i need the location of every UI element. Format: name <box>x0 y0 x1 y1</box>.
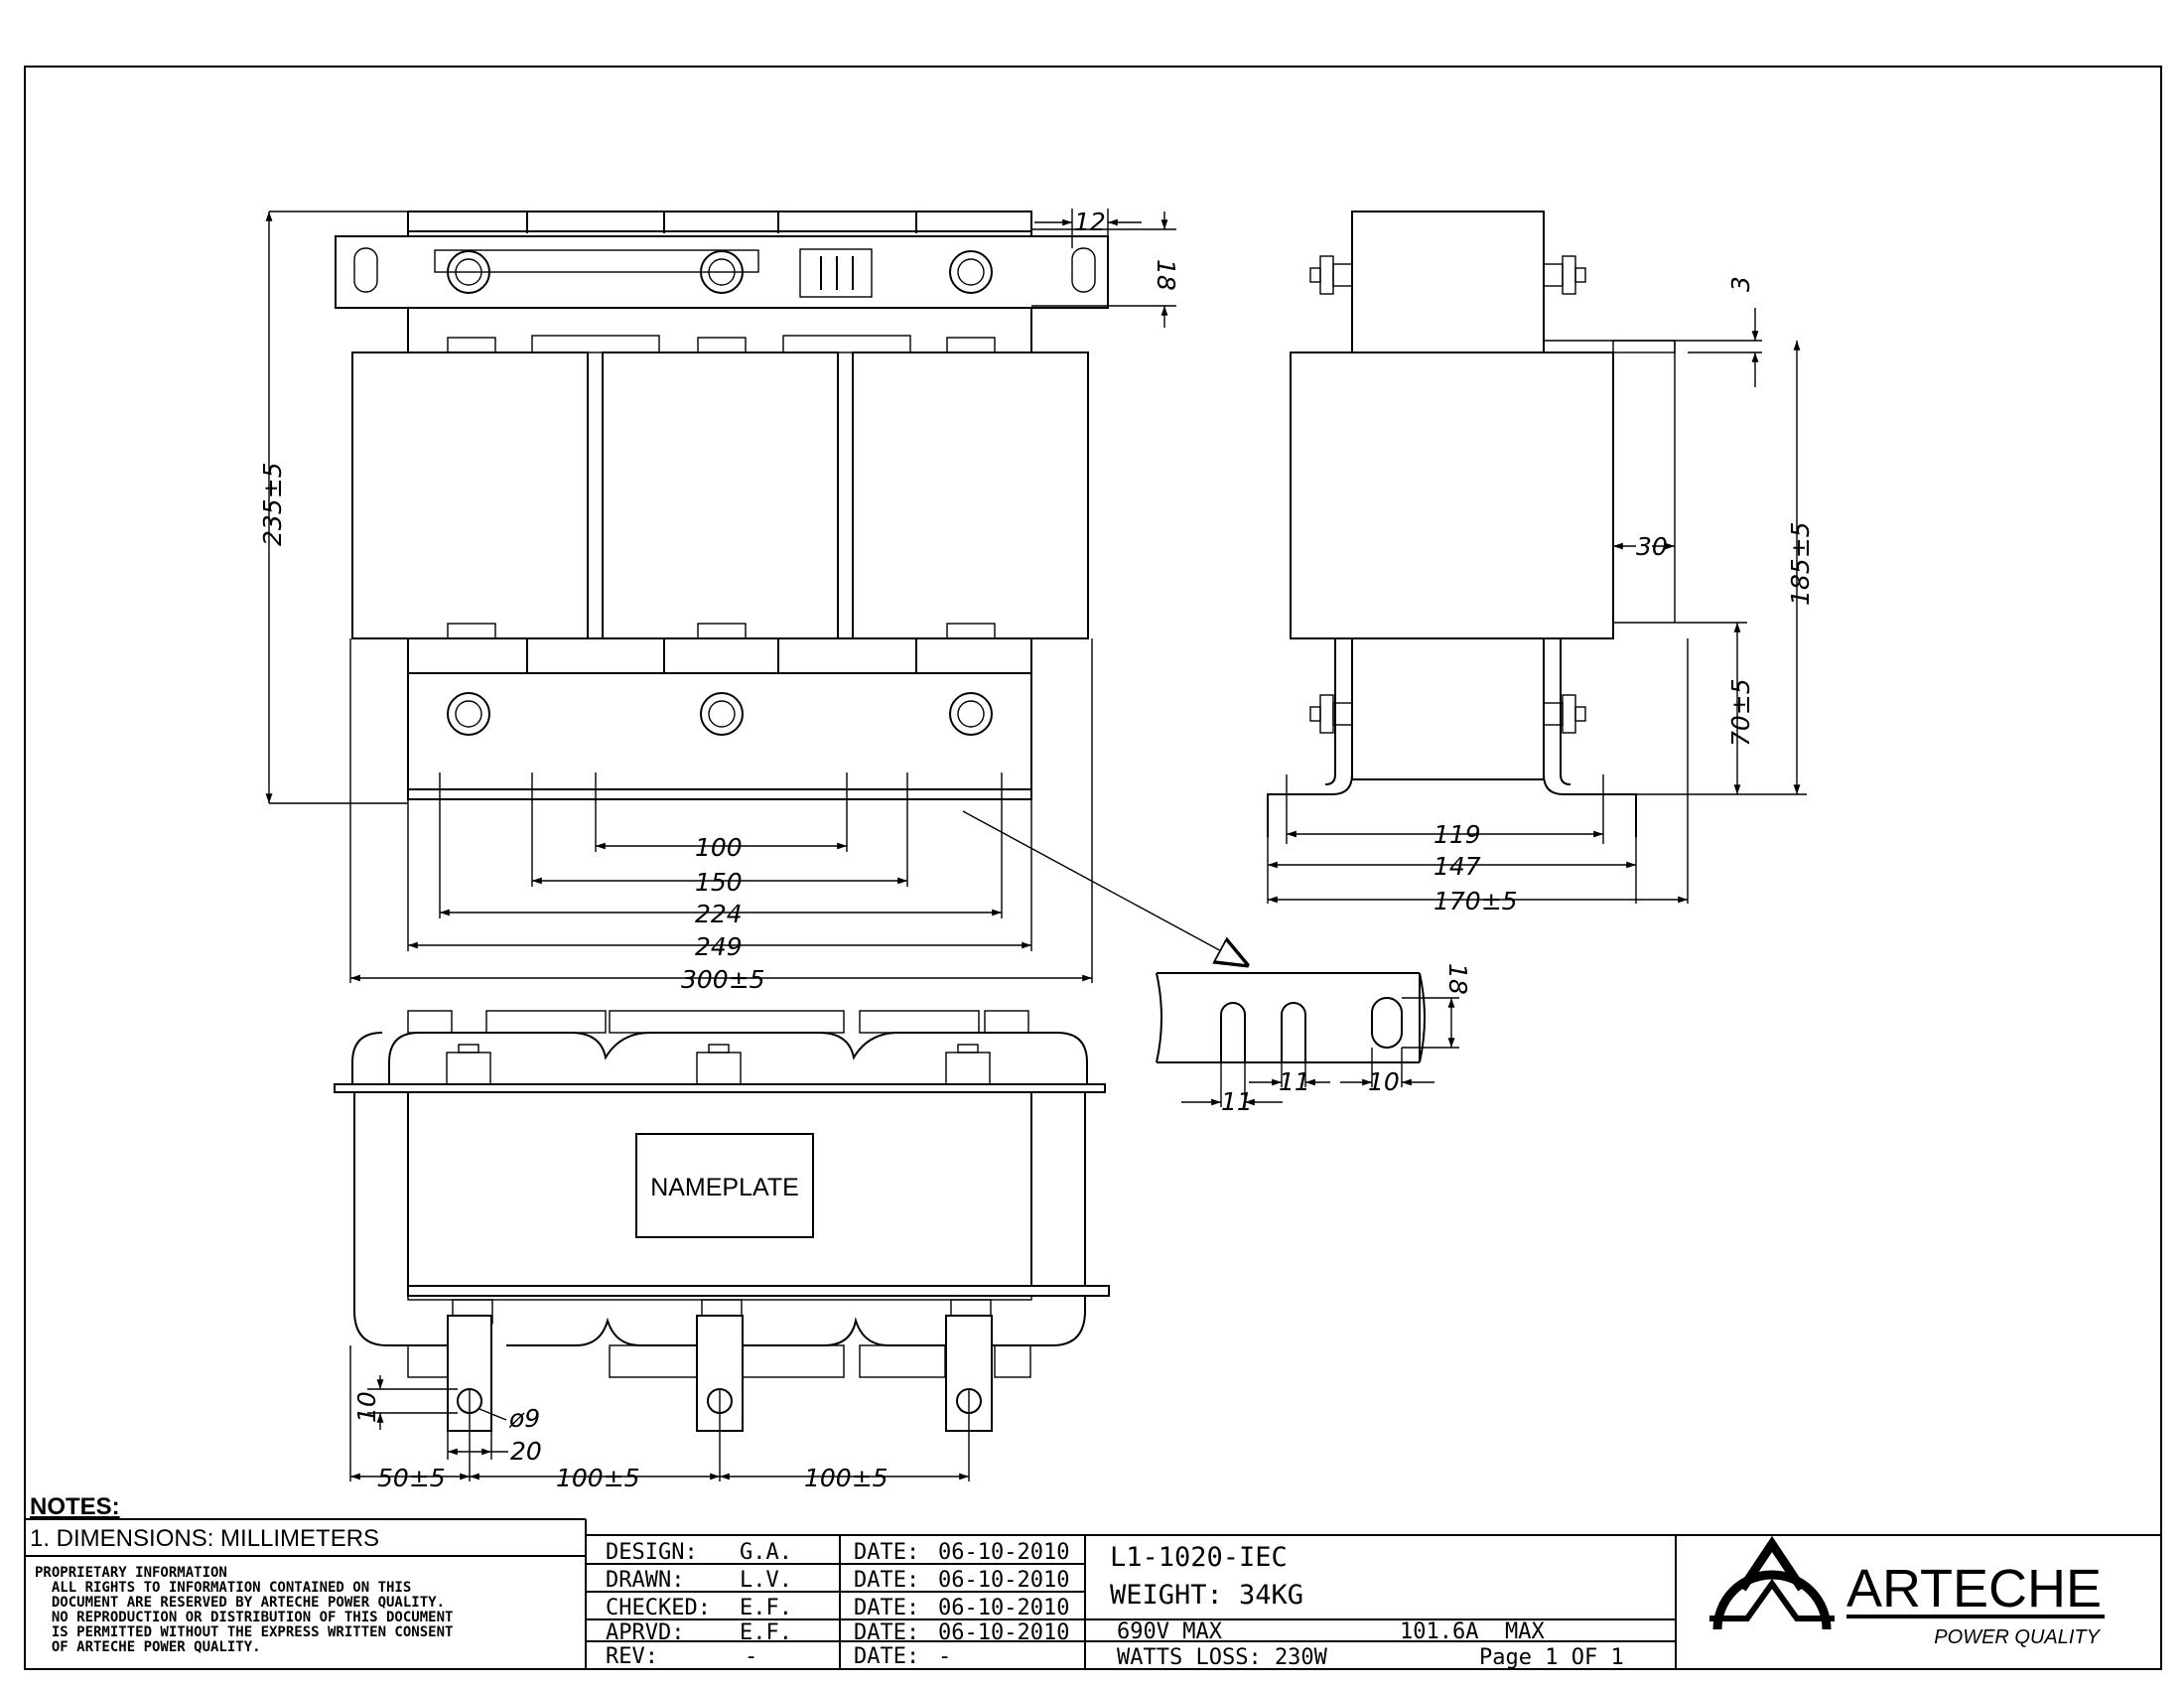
proprietary-line: IS PERMITTED WITHOUT THE EXPRESS WRITTEN… <box>35 1624 453 1640</box>
arteche-emblem-icon <box>1709 1535 1835 1630</box>
tb-aprvd-date: 06-10-2010 <box>938 1620 1069 1645</box>
watts-loss: WATTS LOSS: 230W <box>1117 1645 1328 1670</box>
voltage-rating: 690V MAX <box>1117 1619 1223 1644</box>
dim-18: 18 <box>1152 259 1180 291</box>
dim-3: 3 <box>1726 276 1755 292</box>
tb-aprvd-date-label: DATE: <box>854 1620 919 1645</box>
dim-10: 10 <box>1368 1067 1400 1096</box>
dim-100a: 100±5 <box>556 1464 640 1492</box>
tb-checked-date-label: DATE: <box>854 1596 919 1620</box>
tb-rev-label: REV: <box>606 1644 658 1669</box>
coil-3 <box>852 352 1089 639</box>
notes-item-1: 1. DIMENSIONS: MILLIMETERS <box>30 1525 379 1552</box>
dim-170: 170±5 <box>1433 887 1518 915</box>
dim-150: 150 <box>695 868 743 897</box>
proprietary-line: PROPRIETARY INFORMATION <box>35 1565 227 1581</box>
part-number: L1-1020-IEC <box>1110 1542 1288 1573</box>
side-view: 119 147 170±5 30 3 185±5 70±5 <box>1267 211 1815 915</box>
dim-10v: 10 <box>352 1391 381 1423</box>
mounting-slot-detail: 18 11 11 10 <box>1156 963 1472 1116</box>
tb-design-date-label: DATE: <box>854 1540 919 1565</box>
dim-100b: 100±5 <box>804 1464 888 1492</box>
drawing-border <box>24 66 2162 1670</box>
tb-rev-date: - <box>938 1644 951 1669</box>
notes-title: NOTES: <box>30 1493 120 1520</box>
dim-11a: 11 <box>1221 1087 1253 1116</box>
dim-249: 249 <box>695 932 743 961</box>
nameplate-label: NAMEPLATE <box>650 1174 799 1201</box>
dim-235: 235±5 <box>258 462 287 546</box>
dim-185: 185±5 <box>1786 521 1815 606</box>
tb-drawn-initials: L.V. <box>740 1568 792 1593</box>
dim-300: 300±5 <box>681 965 765 994</box>
tb-checked-date: 06-10-2010 <box>938 1596 1069 1620</box>
weight: WEIGHT: 34KG <box>1110 1580 1303 1611</box>
dim-100: 100 <box>695 833 743 862</box>
logo-brand: ARTECHE <box>1846 1559 2102 1618</box>
tb-rev-date-label: DATE: <box>854 1644 919 1669</box>
tb-rev-value: - <box>745 1644 757 1669</box>
tb-drawn-date: 06-10-2010 <box>938 1568 1069 1593</box>
dim-dia9: ø9 <box>508 1404 540 1433</box>
proprietary-line: DOCUMENT ARE RESERVED BY ARTECHE POWER Q… <box>35 1595 445 1611</box>
proprietary-line: ALL RIGHTS TO INFORMATION CONTAINED ON T… <box>35 1580 411 1596</box>
logo-tagline: POWER QUALITY <box>1934 1626 2101 1648</box>
dim-18b: 18 <box>1443 963 1472 995</box>
title-block: DESIGN: G.A. DATE: 06-10-2010 DRAWN: L.V… <box>585 1519 2161 1670</box>
tb-design-initials: G.A. <box>740 1540 792 1565</box>
coil-1 <box>351 352 589 639</box>
tb-design-date: 06-10-2010 <box>938 1540 1069 1565</box>
terminal-block <box>799 248 873 298</box>
dim-50: 50±5 <box>377 1464 446 1492</box>
tb-design-label: DESIGN: <box>606 1540 698 1565</box>
proprietary-line: NO REPRODUCTION OR DISTRIBUTION OF THIS … <box>35 1610 453 1625</box>
dim-20: 20 <box>510 1437 542 1466</box>
dim-224: 224 <box>695 900 743 928</box>
dim-70: 70±5 <box>1726 678 1755 747</box>
tb-drawn-label: DRAWN: <box>606 1568 684 1593</box>
tb-checked-initials: E.F. <box>740 1596 792 1620</box>
tb-drawn-date-label: DATE: <box>854 1568 919 1593</box>
tb-checked-label: CHECKED: <box>606 1596 711 1620</box>
top-view: NAMEPLATE 10 ø9 20 <box>334 1010 1110 1492</box>
tb-aprvd-label: APRVD: <box>606 1620 684 1645</box>
coil-2 <box>602 352 839 639</box>
dim-119: 119 <box>1433 820 1481 849</box>
dim-147: 147 <box>1433 852 1481 881</box>
bottom-clamp <box>407 672 1032 800</box>
tb-aprvd-initials: E.F. <box>740 1620 792 1645</box>
page-number: Page 1 OF 1 <box>1479 1645 1624 1670</box>
dim-30: 30 <box>1636 532 1668 561</box>
arteche-logo: ARTECHE POWER QUALITY <box>1709 1535 2105 1648</box>
current-rating: 101.6A MAX <box>1400 1619 1545 1644</box>
proprietary-line: OF ARTECHE POWER QUALITY. <box>35 1639 261 1655</box>
nameplate <box>635 1133 814 1238</box>
dim-11b: 11 <box>1279 1067 1310 1096</box>
notes: NOTES: 1. DIMENSIONS: MILLIMETERS PROPRI… <box>25 1493 586 1655</box>
front-view: 235±5 12 18 100 150 224 249 300±5 <box>258 208 1249 994</box>
dim-12: 12 <box>1074 208 1106 236</box>
